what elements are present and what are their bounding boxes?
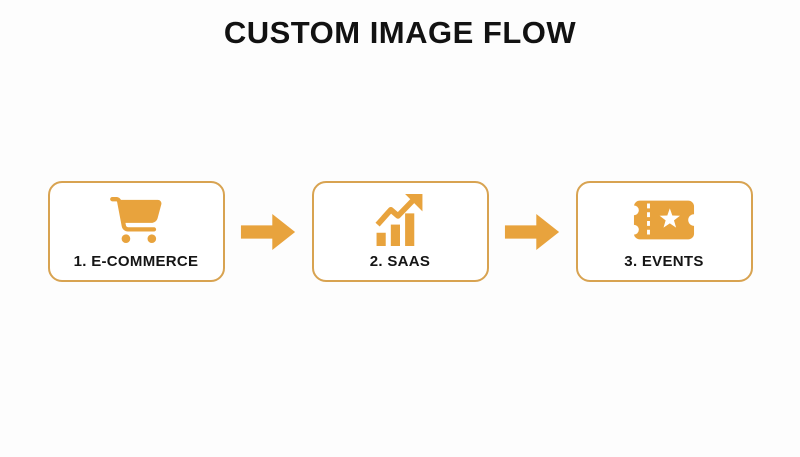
ticket-star-icon [633, 183, 695, 253]
step-events: 3. EVENTS [575, 181, 753, 282]
step-label-saas: 2. SAAS [369, 253, 431, 270]
step-saas: 2. SAAS [311, 181, 489, 282]
step-label-ecommerce: 1. E-COMMERCE [73, 253, 199, 270]
arrow-right-icon [504, 213, 561, 251]
arrow-right-icon [240, 213, 297, 251]
flow-row: 1. E-COMMERCE 2. SAAS [0, 181, 800, 282]
step-ecommerce: 1. E-COMMERCE [47, 181, 225, 282]
growth-chart-icon [375, 183, 425, 253]
step-label-events: 3. EVENTS [624, 253, 704, 270]
page-title: CUSTOM IMAGE FLOW [223, 15, 577, 50]
shopping-cart-icon [109, 183, 163, 253]
